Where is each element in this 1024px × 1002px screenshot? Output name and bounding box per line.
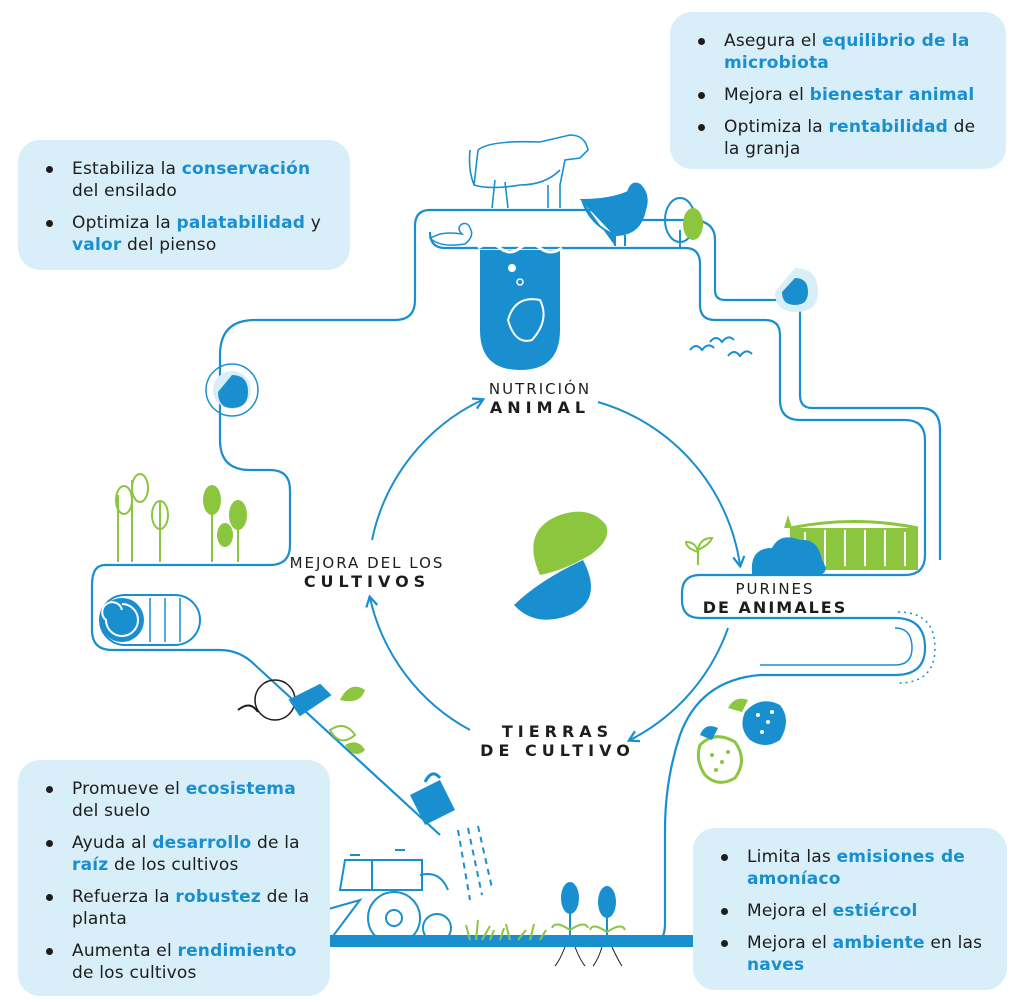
- strawberry-icon: [696, 698, 786, 784]
- benefit-item: Limita las emisiones de amoníaco: [709, 846, 993, 890]
- drop-icon: [205, 363, 259, 417]
- benefit-item: Optimiza la palatabilidad y valor del pi…: [34, 212, 332, 256]
- wheat-icon: [115, 473, 247, 562]
- stage-label-line1: MEJORA DEL LOS: [289, 554, 445, 572]
- benefits-box-crop-soil: Promueve el ecosistema del suelo Ayuda a…: [18, 760, 330, 996]
- benefit-item: Aumenta el rendimiento de los cultivos: [34, 940, 316, 984]
- tree-icon: [664, 197, 703, 248]
- drop-icon: [775, 268, 818, 312]
- stage-label-line2: CULTIVOS: [303, 572, 431, 591]
- stage-label-line1: TIERRAS: [501, 722, 614, 741]
- benefits-box-slurry: Limita las emisiones de amoníaco Mejora …: [693, 828, 1007, 990]
- benefit-item: Mejora el estiércol: [709, 900, 993, 922]
- logo-icon: [514, 511, 608, 620]
- cow-icon: [468, 134, 589, 209]
- slurry-tank-icon: [751, 515, 919, 575]
- stage-label-line2: DE ANIMALES: [702, 598, 848, 617]
- benefit-item: Ayuda al desarrollo de la raíz de los cu…: [34, 832, 316, 876]
- stage-label-cultivos: MEJORA DEL LOS CULTIVOS: [282, 554, 452, 591]
- sprout-icon: [684, 536, 714, 565]
- birds-icon: [689, 336, 753, 358]
- tractor-icon: [324, 849, 452, 945]
- shrimp-icon: [477, 242, 563, 370]
- hen-icon: [579, 182, 648, 246]
- duck-icon: [428, 222, 473, 246]
- benefit-item: Refuerza la robustez de la planta: [34, 886, 316, 930]
- fruit-icon: [237, 679, 332, 721]
- watering-can-icon: [410, 772, 493, 901]
- stage-label-line2: ANIMAL: [489, 398, 591, 417]
- benefit-item: Estabiliza la conservación del ensilado: [34, 158, 332, 202]
- benefits-box-silage: Estabiliza la conservación del ensilado …: [18, 140, 350, 270]
- benefits-box-animal-nutrition: Asegura el equilibrio de la microbiota M…: [670, 12, 1006, 169]
- hay-bale-icon: [99, 594, 201, 646]
- benefit-item: Mejora el ambiente en las naves: [709, 932, 993, 976]
- benefit-item: Promueve el ecosistema del suelo: [34, 778, 316, 822]
- stage-label-line1: NUTRICIÓN: [488, 380, 592, 398]
- sprout-icon: [328, 686, 365, 754]
- stage-label-line2: DE CULTIVO: [480, 741, 635, 760]
- cycle-ring: [365, 397, 746, 743]
- benefit-item: Optimiza la rentabilidad de la granja: [686, 116, 988, 160]
- stage-label-line1: PURINES: [735, 580, 815, 598]
- ground-strip: [322, 935, 702, 947]
- benefit-item: Asegura el equilibrio de la microbiota: [686, 30, 988, 74]
- grass-icon: [465, 919, 547, 941]
- corn-icon: [551, 882, 626, 967]
- stage-label-purines: PURINES DE ANIMALES: [685, 580, 865, 617]
- stage-label-tierras: TIERRAS DE CULTIVO: [465, 722, 650, 760]
- benefit-item: Mejora el bienestar animal: [686, 84, 988, 106]
- stage-label-nutricion: NUTRICIÓN ANIMAL: [470, 380, 610, 417]
